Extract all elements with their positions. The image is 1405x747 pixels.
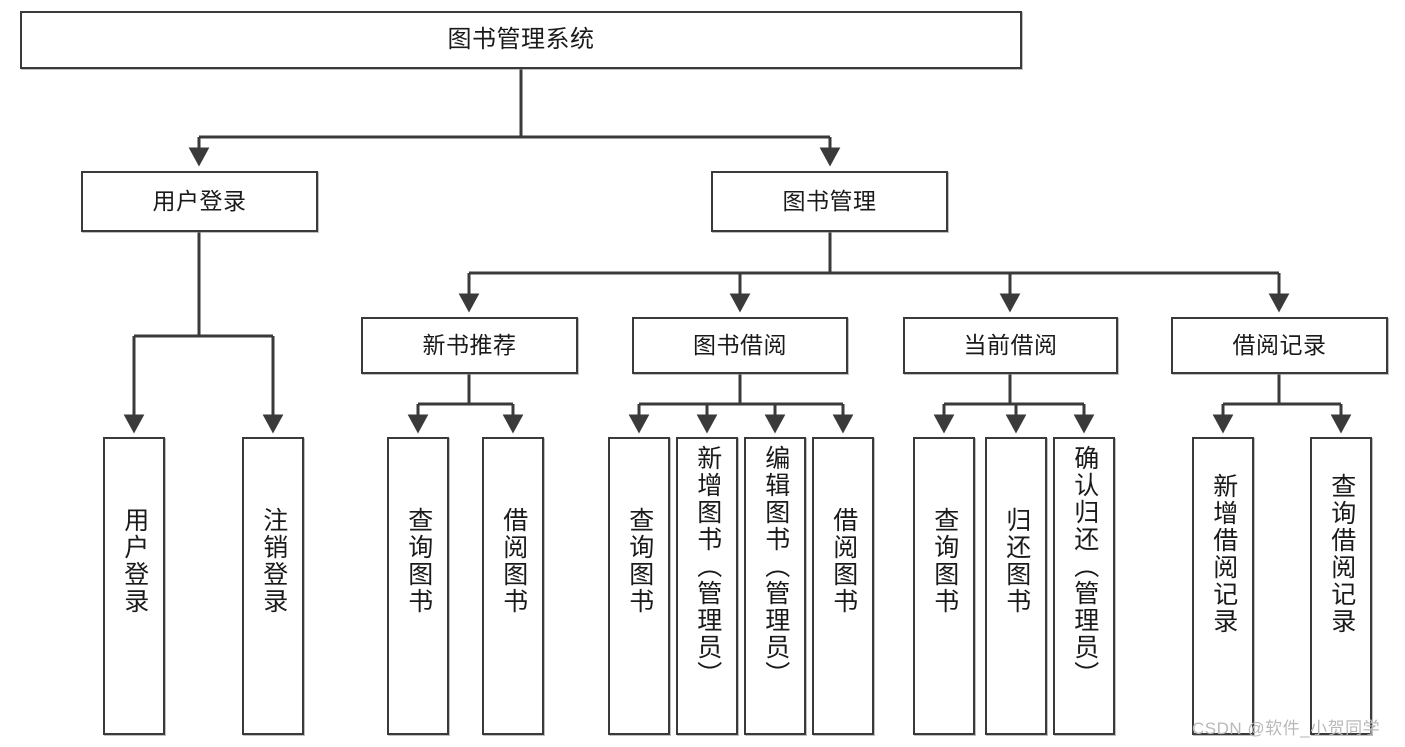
node-leaf-confirm-return-label: 确认归还（管理员） xyxy=(1070,445,1099,688)
node-leaf-add-book[interactable]: 新增图书（管理员） xyxy=(676,437,738,735)
node-book-manage-label: 图书管理 xyxy=(782,187,877,214)
node-user-login[interactable]: 用户登录 xyxy=(81,171,318,232)
node-leaf-borrow-book-2-label: 借阅图书 xyxy=(829,507,858,615)
node-leaf-query-book-1-label: 查询图书 xyxy=(404,507,433,615)
node-leaf-borrow-book-1-label: 借阅图书 xyxy=(499,507,528,615)
node-leaf-return-book[interactable]: 归还图书 xyxy=(985,437,1047,735)
node-leaf-query-record-label: 查询借阅记录 xyxy=(1327,473,1356,635)
node-leaf-confirm-return[interactable]: 确认归还（管理员） xyxy=(1053,437,1115,735)
node-new-book-rec-label: 新书推荐 xyxy=(422,331,517,358)
node-borrow-record[interactable]: 借阅记录 xyxy=(1171,317,1388,374)
node-current-borrow[interactable]: 当前借阅 xyxy=(903,317,1118,374)
node-leaf-logout-label: 注销登录 xyxy=(259,507,288,615)
node-user-login-label: 用户登录 xyxy=(152,187,247,214)
node-leaf-add-book-label: 新增图书（管理员） xyxy=(693,445,722,688)
node-leaf-query-book-1[interactable]: 查询图书 xyxy=(387,437,449,735)
node-leaf-query-record[interactable]: 查询借阅记录 xyxy=(1310,437,1372,735)
node-leaf-add-record[interactable]: 新增借阅记录 xyxy=(1192,437,1254,735)
node-leaf-logout[interactable]: 注销登录 xyxy=(242,437,304,735)
node-current-borrow-label: 当前借阅 xyxy=(963,331,1058,358)
node-leaf-borrow-book-1[interactable]: 借阅图书 xyxy=(482,437,544,735)
node-leaf-query-book-2[interactable]: 查询图书 xyxy=(608,437,670,735)
node-leaf-return-book-label: 归还图书 xyxy=(1002,507,1031,615)
node-leaf-edit-book[interactable]: 编辑图书（管理员） xyxy=(744,437,806,735)
node-book-borrow-label: 图书借阅 xyxy=(693,331,787,358)
node-leaf-user-login-label: 用户登录 xyxy=(120,507,149,615)
node-leaf-add-record-label: 新增借阅记录 xyxy=(1209,473,1238,635)
node-new-book-rec[interactable]: 新书推荐 xyxy=(361,317,578,374)
node-book-manage[interactable]: 图书管理 xyxy=(711,171,948,232)
node-leaf-query-book-3-label: 查询图书 xyxy=(930,507,959,615)
node-leaf-user-login[interactable]: 用户登录 xyxy=(103,437,165,735)
csdn-watermark: CSDN @软件_小贺同学 xyxy=(1192,719,1381,738)
node-root-label: 图书管理系统 xyxy=(447,25,595,53)
node-root[interactable]: 图书管理系统 xyxy=(20,11,1022,69)
node-leaf-borrow-book-2[interactable]: 借阅图书 xyxy=(812,437,874,735)
node-borrow-record-label: 借阅记录 xyxy=(1232,331,1327,358)
node-leaf-edit-book-label: 编辑图书（管理员） xyxy=(761,445,790,688)
node-leaf-query-book-3[interactable]: 查询图书 xyxy=(913,437,975,735)
node-leaf-query-book-2-label: 查询图书 xyxy=(625,507,654,615)
node-book-borrow[interactable]: 图书借阅 xyxy=(632,317,848,374)
